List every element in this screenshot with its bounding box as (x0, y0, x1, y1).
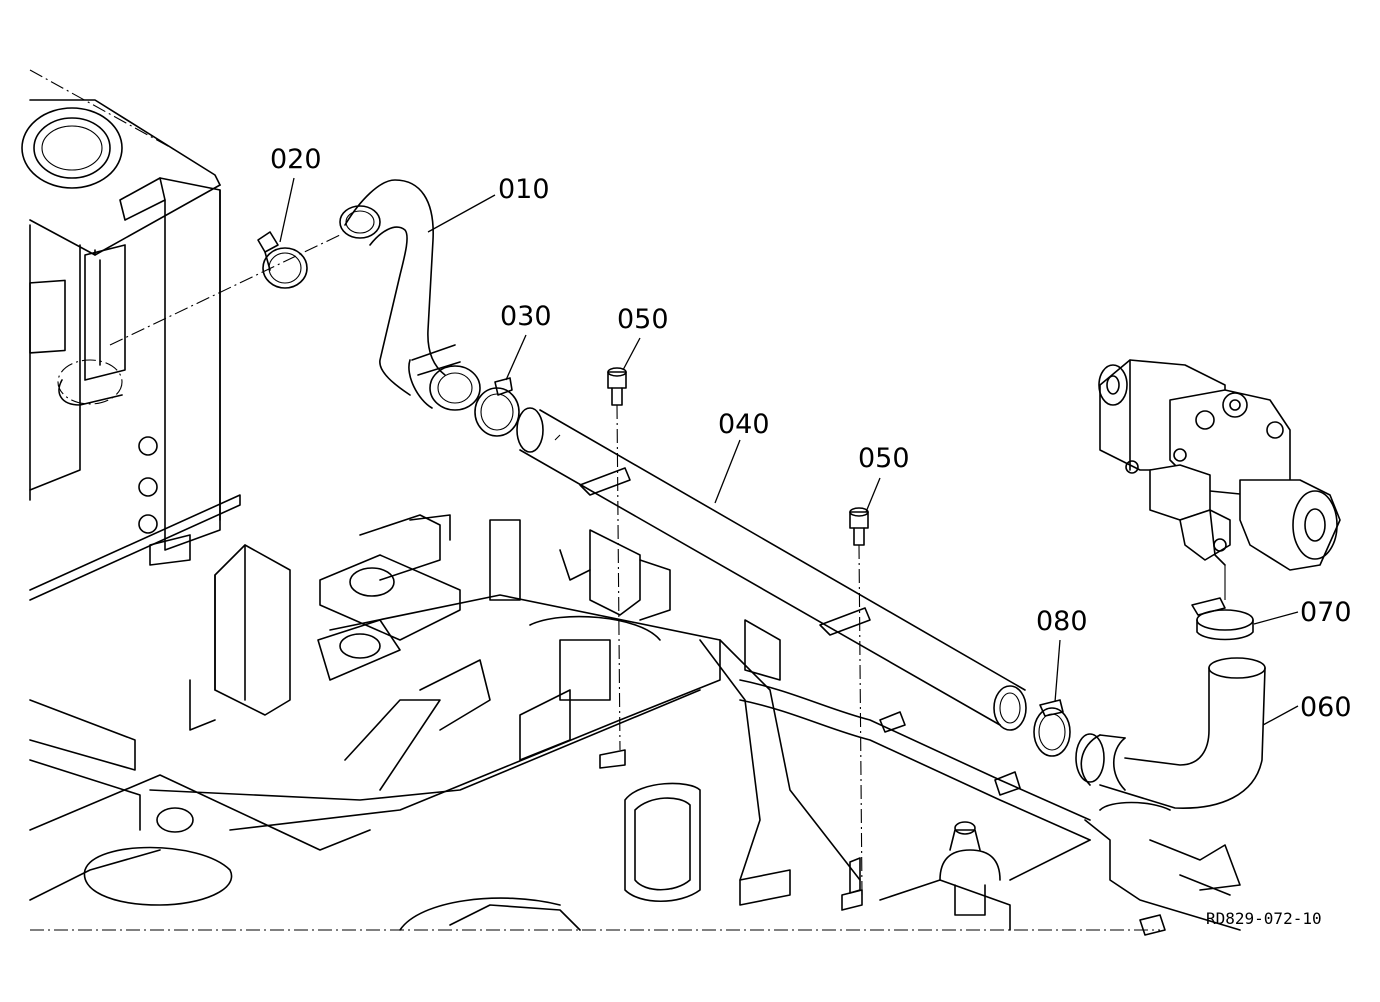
bolt-050 (599, 367, 627, 769)
clamp-080 (1033, 699, 1071, 757)
leader-lines (279, 177, 1299, 726)
radiator-assembly (21, 69, 241, 601)
label-080: 080 (1036, 606, 1088, 637)
hydraulic-pump (1098, 359, 1341, 571)
pipe-040 (516, 407, 1027, 731)
part-labels: 020 010 030 050 040 050 080 070 060 (270, 144, 1352, 723)
drawing-id: RD829-072-10 (1206, 909, 1322, 928)
label-050b: 050 (858, 443, 910, 474)
label-050: 050 (617, 304, 669, 335)
label-070: 070 (1300, 597, 1352, 628)
clamp-030 (474, 377, 520, 437)
clamp-070 (1191, 565, 1254, 641)
chassis-frame (29, 514, 1241, 936)
clamp-020 (109, 231, 341, 346)
label-010: 010 (498, 174, 550, 205)
label-030: 030 (500, 301, 552, 332)
hose-010 (339, 179, 481, 411)
label-060: 060 (1300, 692, 1352, 723)
hose-060 (1075, 657, 1266, 809)
label-020: 020 (270, 144, 322, 175)
label-040: 040 (718, 409, 770, 440)
bolt-050b (841, 507, 869, 911)
